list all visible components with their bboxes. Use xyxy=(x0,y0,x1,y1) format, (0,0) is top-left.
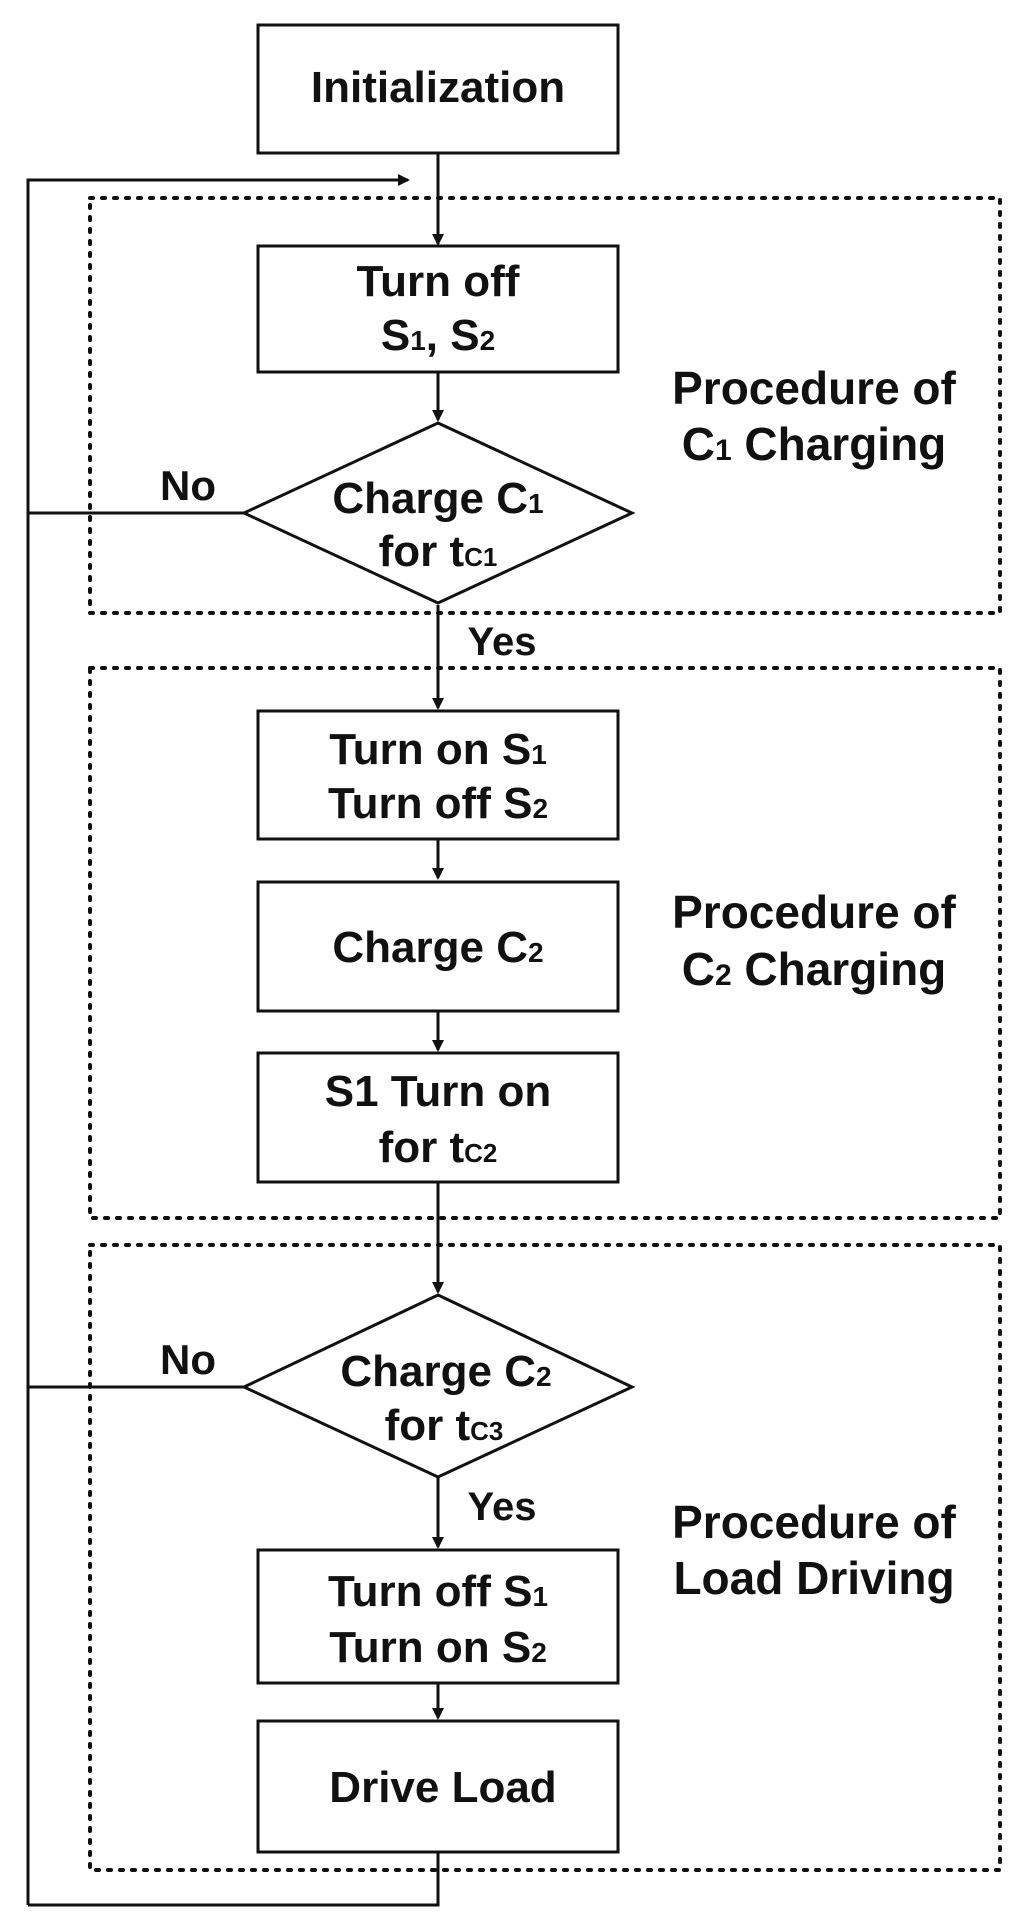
node-turn-off-s1-on-s2: Turn off S1 Turn on S2 xyxy=(256,1548,620,1685)
node-drive-load-label: Drive Load xyxy=(329,1763,556,1812)
group-load-line2: Load Driving xyxy=(673,1552,954,1604)
node-turn-off-s1-on-s2-line2: Turn on S2 xyxy=(329,1623,547,1672)
node-initialization-label: Initialization xyxy=(311,63,565,112)
yes-label-decision1: Yes xyxy=(468,620,537,664)
node-turn-on-s1-off-s2-line2: Turn off S2 xyxy=(328,779,548,828)
node-turn-on-s1-off-s2-line1: Turn on S1 xyxy=(329,725,547,774)
node-turn-on-s1-off-s2: Turn on S1 Turn off S2 xyxy=(256,709,620,841)
node-turn-off-s1-s2: Turn off S1, S2 xyxy=(256,244,620,374)
yes-label-decision2: Yes xyxy=(468,1485,537,1529)
connectors xyxy=(26,153,444,1907)
loop-back-line xyxy=(26,174,410,1905)
group-c2-line1: Procedure of xyxy=(672,886,956,938)
node-s1-turn-on-line2: for tC2 xyxy=(379,1123,498,1172)
no-label-decision2: No xyxy=(160,1336,216,1383)
group-load-driving-frame xyxy=(88,1243,1002,1872)
group-c2-charging-frame xyxy=(88,666,1002,1220)
node-turn-off-s1-on-s2-line1: Turn off S1 xyxy=(328,1567,548,1616)
group-c1-line1: Procedure of xyxy=(672,362,956,414)
node-turn-off-s1-s2-line2: S1, S2 xyxy=(381,311,495,360)
group-c1-charging-label: Procedure of C1 Charging xyxy=(672,362,956,470)
node-charge-c2-label: Charge C2 xyxy=(332,923,543,972)
decision-charge-c2-line1: Charge C2 xyxy=(340,1347,551,1396)
group-load-line1: Procedure of xyxy=(672,1496,956,1548)
decision-charge-c2-line2: for tC3 xyxy=(385,1401,504,1450)
group-c1-line2: C1 Charging xyxy=(682,418,947,470)
node-initialization: Initialization xyxy=(256,23,620,155)
node-drive-load: Drive Load xyxy=(256,1719,620,1854)
decision-charge-c1: Charge C1 for tC1 xyxy=(240,421,636,605)
driveload-return-line xyxy=(28,1852,440,1907)
group-load-driving-label: Procedure of Load Driving xyxy=(672,1496,956,1604)
node-s1-turn-on: S1 Turn on for tC2 xyxy=(256,1051,620,1184)
node-s1-turn-on-line1: S1 Turn on xyxy=(325,1067,552,1116)
group-c2-charging-label: Procedure of C2 Charging xyxy=(672,886,956,995)
decision-charge-c2: Charge C2 for tC3 xyxy=(240,1293,636,1479)
decision-charge-c1-line1: Charge C1 xyxy=(332,474,543,523)
group-c2-line2: C2 Charging xyxy=(682,943,947,995)
decision-charge-c1-line2: for tC1 xyxy=(379,527,498,576)
group-c1-charging-frame xyxy=(88,196,1002,615)
node-turn-off-s1-s2-line1: Turn off xyxy=(357,257,520,306)
node-charge-c2: Charge C2 xyxy=(256,880,620,1013)
no-label-decision1: No xyxy=(160,462,216,509)
